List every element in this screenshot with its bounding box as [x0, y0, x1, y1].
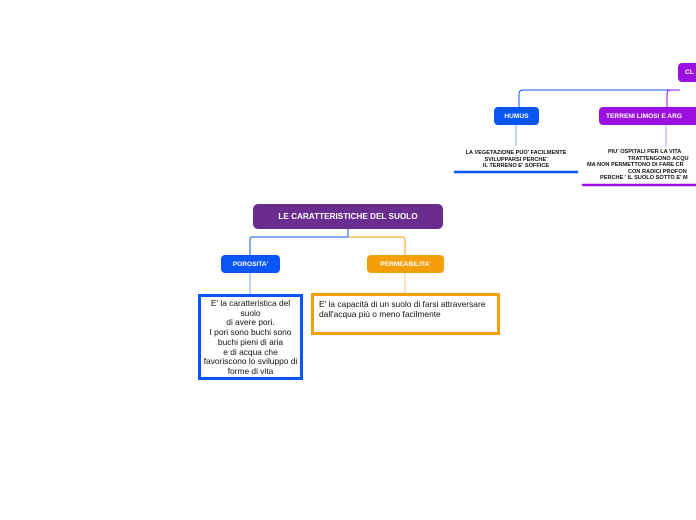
top-label: CL: [685, 69, 694, 76]
root-label: LE CARATTERISTICHE DEL SUOLO: [278, 212, 418, 221]
porosita-label: POROSITA': [232, 260, 269, 268]
porosita-node[interactable]: POROSITA': [221, 255, 280, 273]
humus-node[interactable]: HUMUS: [494, 107, 539, 125]
root-node[interactable]: LE CARATTERISTICHE DEL SUOLO: [253, 204, 443, 229]
limosi-label: TERRENI LIMOSI E ARG: [606, 112, 682, 120]
limosi-node[interactable]: TERRENI LIMOSI E ARG: [599, 107, 696, 125]
limosi-text: PIU' OSPITALI PER LA VITA TRATTENGONO AC…: [587, 149, 689, 182]
humus-label: HUMUS: [504, 112, 529, 120]
permeabilita-node[interactable]: PERMEABILITA': [367, 255, 444, 273]
permeabilita-text-box[interactable]: E' la capacità di un suolo di farsi attr…: [311, 293, 500, 335]
top-node[interactable]: CL: [678, 63, 696, 82]
permeabilita-label: PERMEABILITA': [380, 260, 431, 268]
permeabilita-text: E' la capacità di un suolo di farsi attr…: [319, 299, 486, 319]
